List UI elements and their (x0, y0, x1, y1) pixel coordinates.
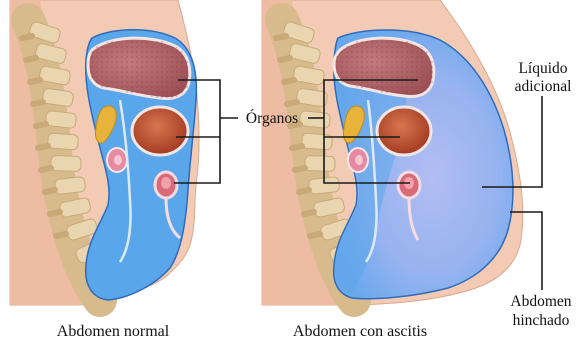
caption-ascites-abdomen: Abdomen con ascitis (293, 323, 427, 340)
organs-label: Órganos (246, 110, 298, 127)
swollen-abdomen-label-line1: Abdomen (510, 293, 571, 310)
swollen-abdomen-label-line2: hinchado (513, 312, 570, 329)
right-kidney (348, 148, 368, 172)
left-stomach (132, 107, 188, 155)
extra-fluid-label-line2: adicional (515, 78, 572, 95)
left-kidney (107, 148, 127, 172)
right-stomach (377, 107, 431, 155)
normal-abdomen-figure (10, 0, 199, 305)
extra-fluid-label-line1: Líquido (518, 60, 567, 77)
ascites-abdomen-figure (262, 0, 523, 305)
caption-normal-abdomen: Abdomen normal (57, 323, 170, 340)
